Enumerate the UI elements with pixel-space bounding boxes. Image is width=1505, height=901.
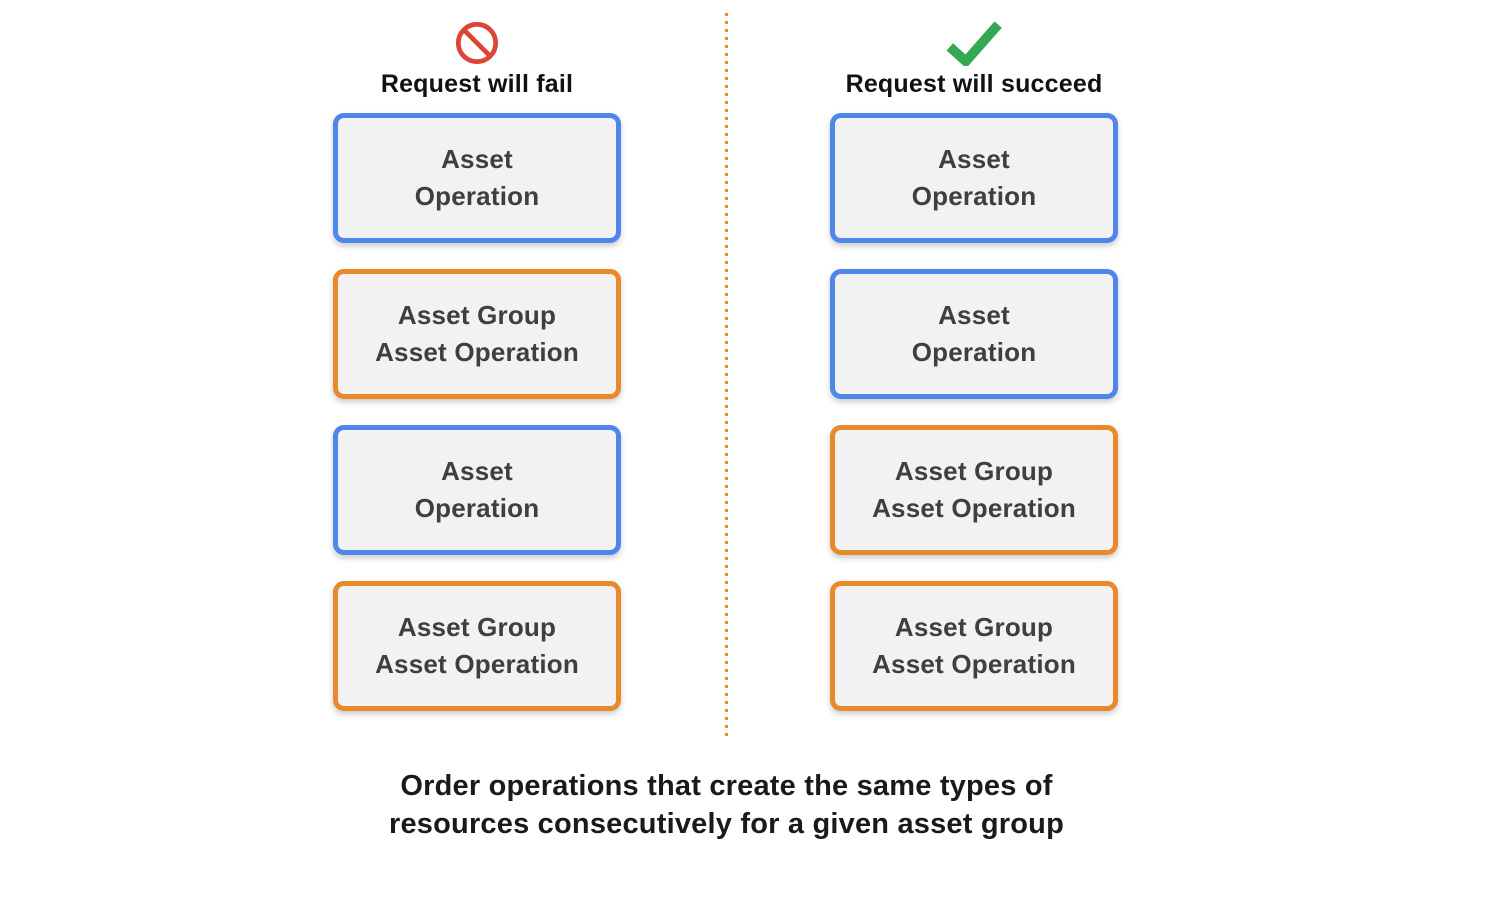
operation-box: Asset Group Asset Operation [830,425,1118,555]
fail-column: Request will fail Asset Operation Asset … [333,0,621,711]
box-label: Asset Group Asset Operation [872,456,1076,523]
caption: Order operations that create the same ty… [388,770,1065,840]
fail-column-title: Request will fail [380,70,574,98]
box-label: Asset Operation [911,144,1037,211]
succeed-column-header: Request will succeed [830,0,1118,113]
column-divider [725,13,728,739]
fail-column-header: Request will fail [333,0,621,113]
fail-column-boxes: Asset Operation Asset Group Asset Operat… [333,113,621,711]
operation-box: Asset Group Asset Operation [830,581,1118,711]
succeed-column: Request will succeed Asset Operation Ass… [830,0,1118,711]
box-label: Asset Group Asset Operation [872,612,1076,679]
succeed-column-title: Request will succeed [845,70,1103,98]
operation-box: Asset Operation [333,113,621,243]
prohibition-icon [454,19,500,67]
box-label: Asset Group Asset Operation [375,300,579,367]
operation-box: Asset Operation [333,425,621,555]
checkmark-icon [945,19,1003,67]
succeed-column-boxes: Asset Operation Asset Operation Asset Gr… [830,113,1118,711]
operation-box: Asset Group Asset Operation [333,269,621,399]
box-label: Asset Group Asset Operation [375,612,579,679]
box-label: Asset Operation [414,144,540,211]
operation-box: Asset Operation [830,113,1118,243]
operation-box: Asset Operation [830,269,1118,399]
box-label: Asset Operation [414,456,540,523]
box-label: Asset Operation [911,300,1037,367]
operation-box: Asset Group Asset Operation [333,581,621,711]
